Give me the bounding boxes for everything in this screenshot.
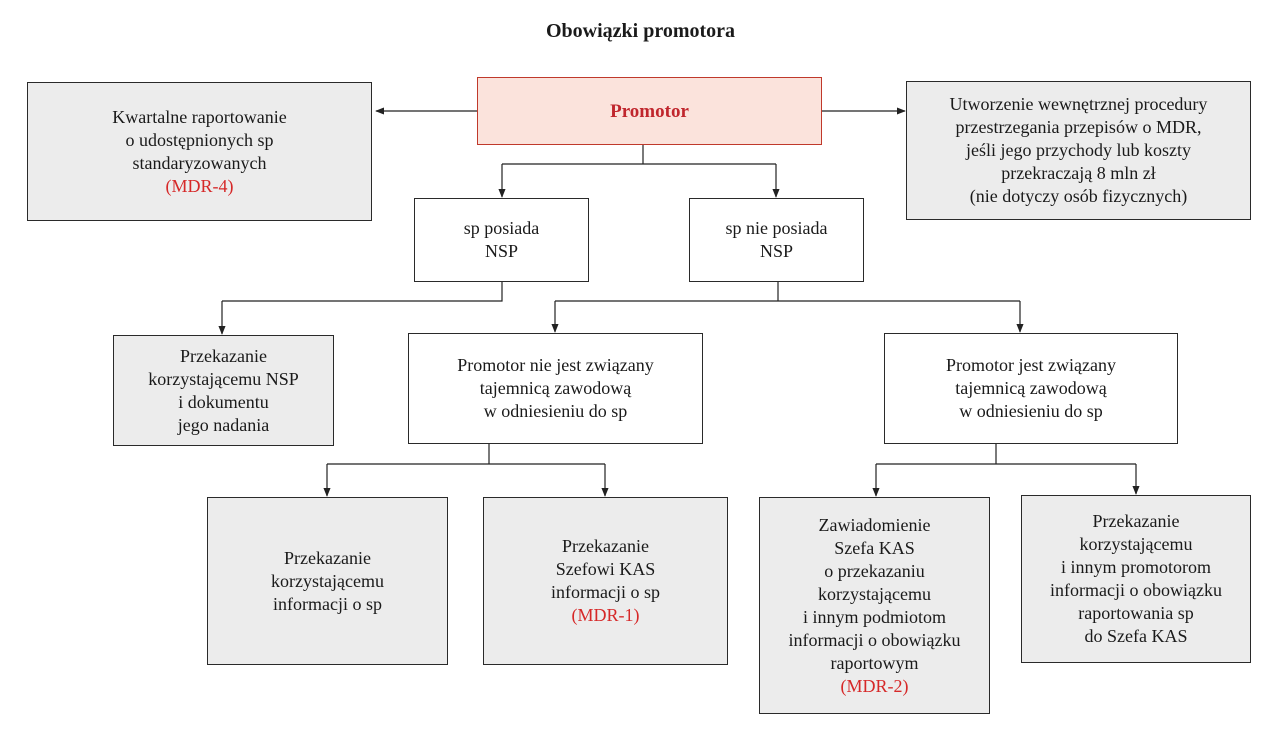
node-line: i dokumentu xyxy=(178,391,269,412)
node-line: korzystającemu xyxy=(818,583,931,604)
node-line: informacji o obowiązku xyxy=(1050,580,1222,600)
node-line: o udostępnionych sp xyxy=(125,129,274,150)
node-line: standaryzowanych xyxy=(132,152,267,173)
node-line: sp nie posiada xyxy=(725,218,828,238)
node-line: NSP xyxy=(759,241,794,261)
node-promotor: Promotor xyxy=(477,77,822,145)
node-promotor-label: Promotor xyxy=(610,100,689,122)
node-line: jego nadania xyxy=(177,414,270,435)
form-code-mdr2: (MDR-2) xyxy=(840,675,909,696)
node-promotor-nie-zwiazany: Promotor nie jest związany tajemnicą zaw… xyxy=(408,333,703,444)
node-zawiadomienie-szefa-kas: Zawiadomienie Szefa KAS o przekazaniu ko… xyxy=(759,497,990,714)
node-line: sp posiada xyxy=(463,218,540,238)
node-line: Promotor jest związany xyxy=(946,355,1116,375)
node-line: raportowania sp xyxy=(1078,603,1194,623)
node-line: Utworzenie wewnętrznej procedury xyxy=(949,94,1208,114)
node-line: Przekazanie xyxy=(562,536,649,556)
node-line: i innym podmiotom xyxy=(802,606,946,627)
node-line: korzystającemu xyxy=(271,570,384,591)
connector-nie-zwiazany xyxy=(327,444,605,465)
node-line: Przekazanie xyxy=(180,345,267,366)
node-kwartalne-raportowanie: Kwartalne raportowanie o udostępnionych … xyxy=(27,82,372,221)
form-code-mdr1: (MDR-1) xyxy=(571,605,640,625)
node-line: raportowym xyxy=(830,652,919,673)
node-sp-nie-posiada-nsp: sp nie posiada NSP xyxy=(689,198,864,282)
node-line: przekraczają 8 mln zł xyxy=(1001,163,1156,183)
connector-zwiazany xyxy=(876,444,1136,465)
node-line: tajemnicą zawodową xyxy=(955,378,1107,398)
node-line: Szefa KAS xyxy=(834,537,915,558)
node-line: Przekazanie xyxy=(284,547,371,568)
node-line: informacji o obowiązku xyxy=(788,629,961,650)
node-line: tajemnicą zawodową xyxy=(479,378,632,398)
node-line: i innym promotorom xyxy=(1061,557,1211,577)
node-line: NSP xyxy=(484,241,519,261)
node-line: Promotor nie jest związany xyxy=(457,355,654,375)
node-line: do Szefa KAS xyxy=(1084,626,1188,646)
node-procedura-wewnetrzna: Utworzenie wewnętrznej procedury przestr… xyxy=(906,81,1251,220)
node-line: korzystającemu NSP xyxy=(148,368,299,389)
node-line: Zawiadomienie xyxy=(818,514,931,535)
node-line: informacji o sp xyxy=(273,593,382,614)
node-line: Przekazanie xyxy=(1092,511,1180,531)
node-line: w odniesieniu do sp xyxy=(959,401,1103,421)
node-line: korzystającemu xyxy=(1079,534,1193,554)
node-line: Szefowi KAS xyxy=(555,559,656,579)
node-promotor-zwiazany: Promotor jest związany tajemnicą zawodow… xyxy=(884,333,1178,444)
node-sp-posiada-nsp: sp posiada NSP xyxy=(414,198,589,282)
node-przekazanie-informacji-o-sp: Przekazanie korzystającemu informacji o … xyxy=(207,497,448,665)
node-line: o przekazaniu xyxy=(824,560,925,581)
node-line: w odniesieniu do sp xyxy=(483,401,628,421)
node-line: (nie dotyczy osób fizycznych) xyxy=(969,186,1188,206)
node-przekazanie-szefowi-kas: Przekazanie Szefowi KAS informacji o sp … xyxy=(483,497,728,665)
connector-sp-nie-posiada xyxy=(555,282,1020,302)
node-line: przestrzegania przepisów o MDR, xyxy=(955,117,1202,137)
diagram-title: Obowiązki promotora xyxy=(545,20,736,42)
connector-sp-posiada xyxy=(222,282,503,302)
form-code-mdr4: (MDR-4) xyxy=(165,175,234,196)
node-przekazanie-innym-promotorom: Przekazanie korzystającemu i innym promo… xyxy=(1021,495,1251,663)
node-przekazanie-nsp: Przekazanie korzystającemu NSP i dokumen… xyxy=(113,335,334,446)
connector-promotor-split xyxy=(502,145,776,165)
node-line: jeśli jego przychody lub koszty xyxy=(966,140,1191,160)
node-line: Kwartalne raportowanie xyxy=(112,106,287,127)
node-line: informacji o sp xyxy=(551,582,660,602)
